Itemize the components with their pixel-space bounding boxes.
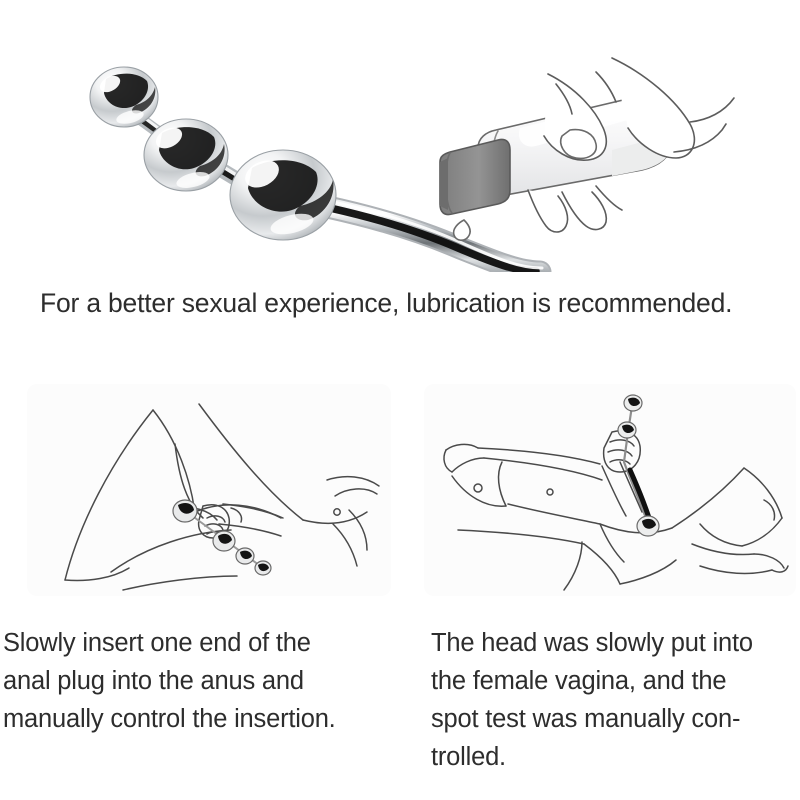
hero-artwork xyxy=(0,0,800,272)
step-caption-left: Slowly insert one end of the anal plug i… xyxy=(3,624,413,738)
step-captions: Slowly insert one end of the anal plug i… xyxy=(0,624,800,800)
illustration-vaginal-insertion xyxy=(424,384,796,596)
step-left-line-3: manually control the insertion. xyxy=(3,705,336,733)
product-hero-image xyxy=(0,0,800,272)
step-left-line-2: anal plug into the anus and xyxy=(3,667,304,695)
vaginal-insertion-artwork xyxy=(424,384,796,596)
product-bead-tip xyxy=(89,66,159,128)
illustration-panels xyxy=(0,384,800,596)
anal-insertion-artwork xyxy=(27,384,391,596)
step-right-line-3: spot test was manually con- xyxy=(431,705,741,733)
illustration-anal-insertion xyxy=(27,384,391,596)
step-left-line-1: Slowly insert one end of the xyxy=(3,629,311,657)
main-caption: For a better sexual experience, lubricat… xyxy=(40,288,733,318)
step-caption-right: The head was slowly put into the female … xyxy=(431,624,800,776)
step-right-line-4: trolled. xyxy=(431,743,506,771)
plug-in-use-right xyxy=(617,394,660,537)
lubricant-tube-in-hand xyxy=(439,57,735,241)
step-right-line-1: The head was slowly put into xyxy=(431,629,753,657)
step-right-line-2: the female vagina, and the xyxy=(431,667,727,695)
product-bead-medium xyxy=(143,118,229,192)
product-bead-large xyxy=(229,149,337,241)
plug-in-use-left xyxy=(172,499,272,576)
